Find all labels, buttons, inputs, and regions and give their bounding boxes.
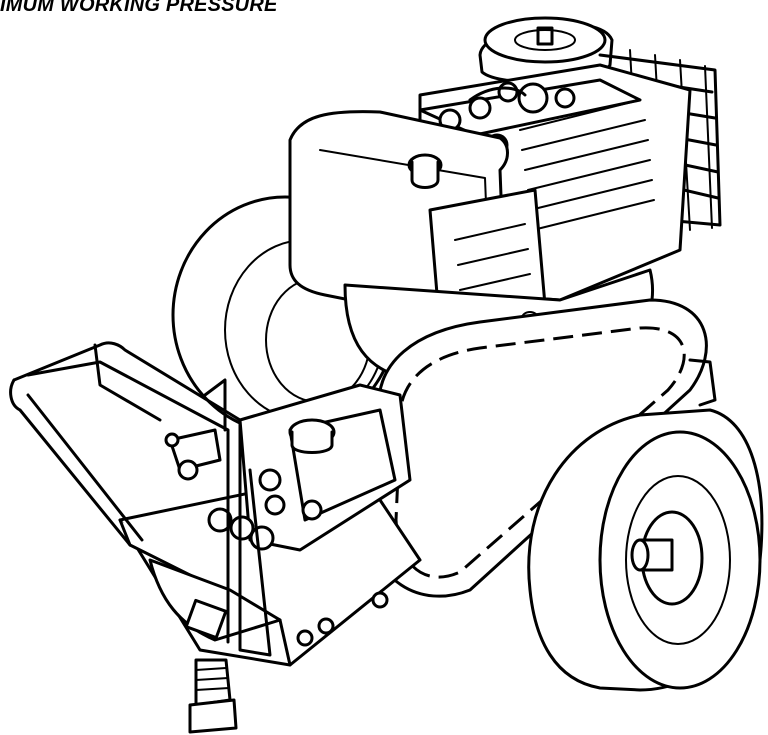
hose-connector [190,660,236,732]
page-caption: IMUM WORKING PRESSURE [0,0,278,16]
air-filter-box [290,112,545,330]
handle-frame [11,343,270,655]
wheel [529,410,762,690]
pump-head [166,380,410,550]
